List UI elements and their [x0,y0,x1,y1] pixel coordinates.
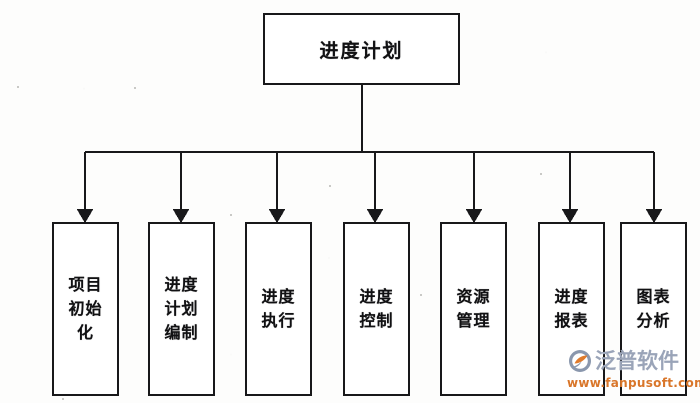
node-leaf-label: 资源 管理 [456,287,491,330]
scan-speck [17,86,19,88]
connector-arrow-7 [645,208,663,224]
connector-arrow-6 [561,208,579,224]
node-leaf-label: 图表 分析 [636,287,671,330]
node-leaf-label: 进度 报表 [554,287,589,330]
node-leaf-label: 项目 初始 化 [68,275,103,342]
node-leaf-label: 进度 控制 [359,287,394,330]
connector-arrow-2 [172,208,190,224]
connector-arrow-3 [268,208,286,224]
node-root-label: 进度计划 [319,39,404,62]
node-root[interactable]: 进度计划 [263,13,460,85]
scan-speck [134,87,136,89]
scan-speck [420,294,422,296]
scan-speck [230,214,232,216]
node-leaf[interactable]: 进度 控制 [343,222,410,396]
node-leaf[interactable]: 资源 管理 [440,222,507,396]
scan-speck [62,398,64,400]
scan-speck [329,185,331,187]
connector-arrow-1 [76,208,94,224]
connector-arrow-5 [465,208,483,224]
node-leaf[interactable]: 进度 计划 编制 [148,222,215,396]
node-leaf[interactable]: 项目 初始 化 [52,222,119,396]
scan-speck [540,173,542,175]
node-leaf[interactable]: 进度 报表 [538,222,605,396]
node-leaf[interactable]: 图表 分析 [620,222,687,396]
node-leaf[interactable]: 进度 执行 [245,222,312,396]
node-leaf-label: 进度 执行 [261,287,296,330]
connector-arrow-4 [366,208,384,224]
node-leaf-label: 进度 计划 编制 [164,275,199,342]
